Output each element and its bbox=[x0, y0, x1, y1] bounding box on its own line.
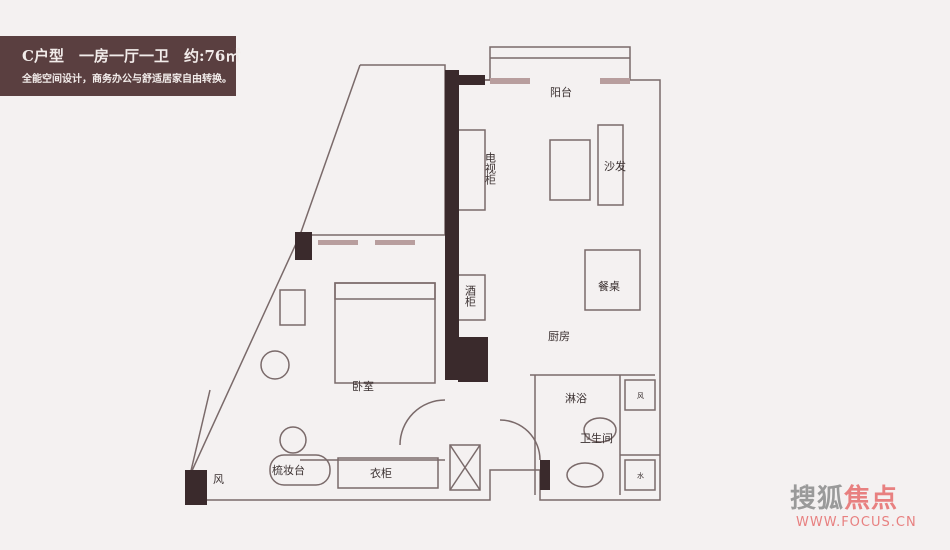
logo-brand-red: 焦点 bbox=[844, 484, 899, 514]
label-sofa: 沙发 bbox=[604, 159, 626, 173]
label-wardrobe: 衣柜 bbox=[370, 466, 392, 480]
label-bathroom: 卫生间 bbox=[580, 431, 613, 445]
label-water-shaft: 水 bbox=[637, 471, 644, 480]
unit-subtitle: 全能空间设计，商务办公与舒适居家自由转换。 bbox=[22, 74, 232, 85]
windows bbox=[318, 78, 630, 245]
label-vent-left: 风 bbox=[213, 473, 224, 486]
label-balcony: 阳台 bbox=[550, 85, 572, 99]
label-dining-table: 餐桌 bbox=[598, 279, 620, 293]
label-kitchen: 厨房 bbox=[548, 330, 570, 343]
label-bedroom: 卧室 bbox=[352, 379, 374, 393]
title-banner: C户型 一房一厅一卫 约:76㎡ 全能空间设计，商务办公与舒适居家自由转换。 bbox=[0, 36, 240, 96]
watermark-logo: 搜狐焦点 WWW.FOCUS.CN bbox=[790, 478, 917, 530]
label-tv-cabinet: 电视柜 bbox=[484, 152, 497, 186]
logo-url: WWW.FOCUS.CN bbox=[796, 515, 917, 530]
label-vent-right: 风 bbox=[637, 392, 644, 400]
label-shower: 淋浴 bbox=[565, 392, 587, 405]
unit-title: C户型 一房一厅一卫 约:76㎡ bbox=[22, 47, 241, 65]
label-dresser: 梳妆台 bbox=[272, 463, 305, 477]
logo-brand-gray: 搜狐 bbox=[790, 484, 845, 514]
label-wine-cabinet: 酒柜 bbox=[464, 285, 477, 308]
structural-columns bbox=[185, 70, 550, 505]
